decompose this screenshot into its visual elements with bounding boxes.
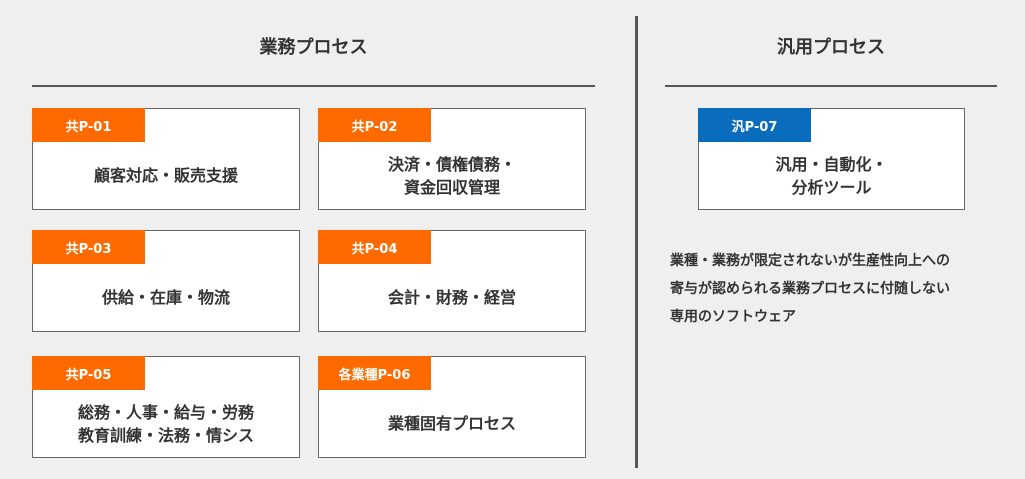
process-label: 供給・在庫・物流 <box>33 264 299 331</box>
process-label: 会計・財務・経営 <box>319 264 585 331</box>
process-label-line: 業種固有プロセス <box>387 414 516 433</box>
general-process-heading: 汎用プロセス <box>777 37 885 58</box>
process-label: 総務・人事・給与・労務 教育訓練・法務・情シス <box>33 390 299 457</box>
process-label-line: 分析ツール <box>791 177 872 197</box>
process-tag: 共P-04 <box>318 230 431 264</box>
process-label: 業種固有プロセス <box>319 390 585 457</box>
process-tag: 共P-01 <box>32 108 145 142</box>
general-process-rule <box>665 85 997 87</box>
process-tag: 共P-03 <box>32 230 145 264</box>
process-label-line: 教育訓練・法務・情シス <box>77 425 254 445</box>
section-divider <box>635 16 638 468</box>
process-label-line: 汎用・自動化・ <box>775 154 888 174</box>
process-card-p03: 共P-03 供給・在庫・物流 <box>32 230 300 332</box>
note-line: 業種・業務が限定されないが生産性向上への <box>670 253 950 269</box>
process-label: 決済・債権債務・ 資金回収管理 <box>319 142 585 209</box>
process-card-p07: 汎P-07 汎用・自動化・ 分析ツール <box>698 108 965 210</box>
process-tag: 各業種P-06 <box>318 356 431 390</box>
note-line: 専用のソフトウェア <box>670 309 796 325</box>
process-label-line: 総務・人事・給与・労務 <box>77 402 254 422</box>
process-label-line: 資金回収管理 <box>403 177 500 197</box>
process-tag: 共P-02 <box>318 108 431 142</box>
general-process-note: 業種・業務が限定されないが生産性向上への 寄与が認められる業務プロセスに付随しな… <box>670 247 1015 331</box>
process-label-line: 会計・財務・経営 <box>387 288 516 307</box>
process-tag: 汎P-07 <box>698 108 811 142</box>
process-card-p01: 共P-01 顧客対応・販売支援 <box>32 108 300 210</box>
process-card-p02: 共P-02 決済・債権債務・ 資金回収管理 <box>318 108 586 210</box>
process-label: 汎用・自動化・ 分析ツール <box>699 142 964 209</box>
process-card-p06: 各業種P-06 業種固有プロセス <box>318 356 586 458</box>
process-label-line: 供給・在庫・物流 <box>101 288 230 307</box>
process-label-line: 決済・債権債務・ <box>387 154 516 174</box>
process-card-p05: 共P-05 総務・人事・給与・労務 教育訓練・法務・情シス <box>32 356 300 458</box>
note-line: 寄与が認められる業務プロセスに付随しない <box>670 281 950 297</box>
business-process-rule <box>32 85 595 87</box>
process-label: 顧客対応・販売支援 <box>33 142 299 209</box>
business-process-heading: 業務プロセス <box>259 37 368 58</box>
process-tag: 共P-05 <box>32 356 145 390</box>
process-card-p04: 共P-04 会計・財務・経営 <box>318 230 586 332</box>
process-label-line: 顧客対応・販売支援 <box>93 166 238 185</box>
